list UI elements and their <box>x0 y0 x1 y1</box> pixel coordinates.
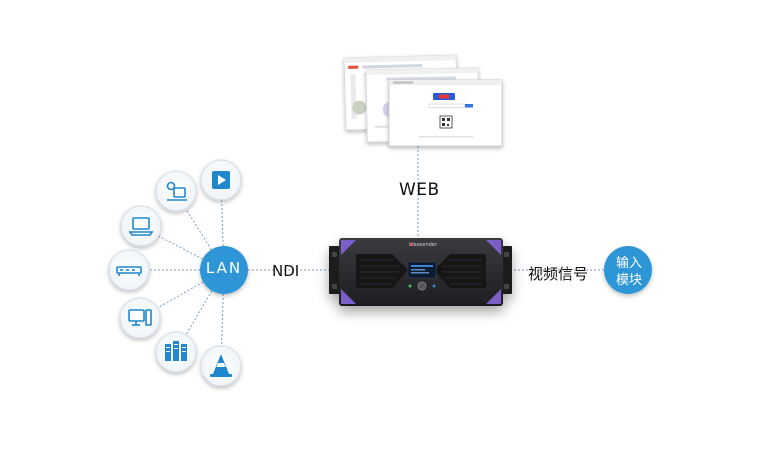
lan-label: LAN <box>205 259 243 277</box>
web-label: WEB <box>399 180 440 200</box>
laptop-endpoint <box>120 205 162 247</box>
webcam-icon <box>166 181 187 201</box>
play-endpoint <box>200 159 242 201</box>
network-switch-icon <box>116 266 142 276</box>
rack-ear-left <box>329 246 341 294</box>
lan-hub <box>200 246 248 294</box>
device-knob <box>417 281 427 291</box>
switch-endpoint <box>108 249 150 291</box>
vlc-cone-icon <box>210 354 232 377</box>
device-brand: ideasender <box>409 242 438 248</box>
main-device: ideasender <box>329 238 512 306</box>
device-vent-right <box>434 254 486 288</box>
input-module-node <box>604 246 652 294</box>
line-lan-play <box>220 180 225 271</box>
video-signal-label: 视频信号 <box>528 265 589 283</box>
input-module-label-line2: 模块 <box>615 273 642 288</box>
server-rack-icon <box>165 341 187 361</box>
browser-window-front <box>388 79 503 147</box>
ndi-label: NDI <box>272 262 300 280</box>
device-corner-accent-br <box>486 289 501 304</box>
input-module-label: 输入 模块 <box>604 255 654 289</box>
server-endpoint <box>155 331 197 373</box>
device-corner-accent-tl <box>341 240 356 255</box>
vlc-endpoint <box>200 345 242 387</box>
device-vent-left <box>356 254 408 288</box>
web-browser-windows <box>343 54 503 147</box>
webcam-endpoint <box>155 170 197 212</box>
line-lan-webcam <box>175 192 225 271</box>
device-corner-accent-tr <box>486 240 501 255</box>
lan-endpoints <box>108 159 242 387</box>
desktop-endpoint <box>119 297 161 339</box>
device-corner-accent-bl <box>341 289 356 304</box>
play-icon <box>212 171 230 189</box>
laptop-icon <box>128 217 154 236</box>
desktop-computer-icon <box>128 309 152 326</box>
input-module-label-line1: 输入 <box>615 256 642 271</box>
